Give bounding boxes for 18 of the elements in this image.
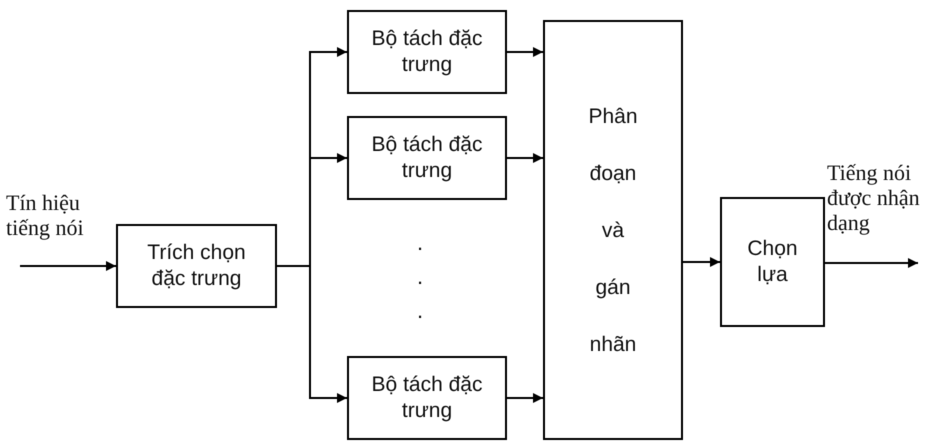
output-label: Tiếng nói được nhận dạng <box>827 160 921 235</box>
ellipsis-dot: . <box>417 266 424 288</box>
arrow <box>277 265 347 403</box>
input-signal-label: Tín hiệu tiếng nói <box>6 190 85 240</box>
process-box: Trích chọn đặc trưng <box>116 224 277 308</box>
arrow <box>507 393 543 403</box>
process-box: Bộ tách đặc trưng <box>347 356 507 440</box>
arrow <box>507 153 543 163</box>
arrow <box>507 47 543 57</box>
arrow <box>825 258 918 268</box>
ellipsis-dot: . <box>417 300 424 322</box>
process-box: Chọn lựa <box>720 197 825 327</box>
process-box: Bộ tách đặc trưng <box>347 10 507 94</box>
ellipsis-dot: . <box>417 232 424 254</box>
arrow <box>683 257 720 267</box>
process-box: Bộ tách đặc trưng <box>347 116 507 200</box>
arrow <box>20 261 116 271</box>
process-box: Phân đoạn và gán nhãn <box>543 20 683 440</box>
